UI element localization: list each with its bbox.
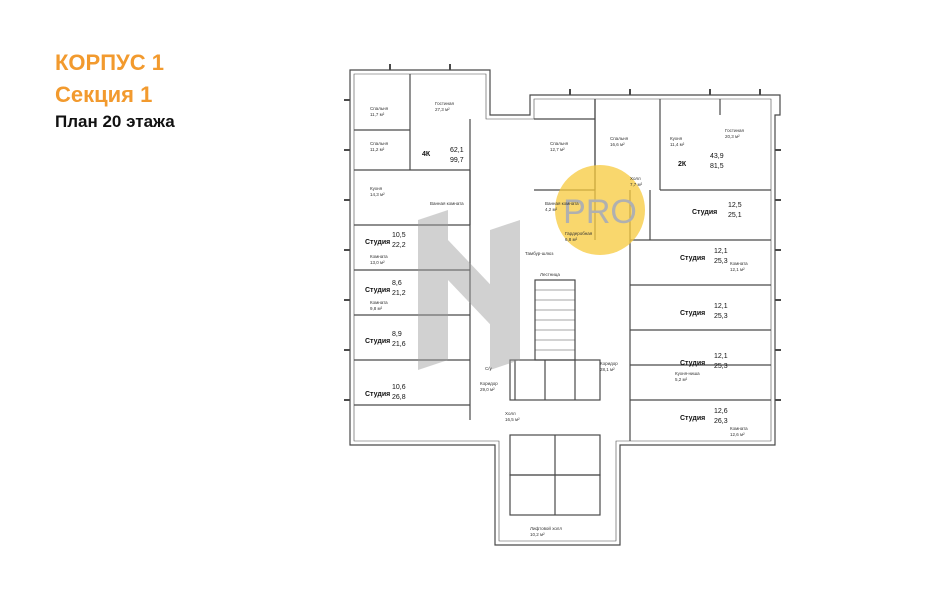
room-area: 11,7 м²	[370, 112, 385, 117]
building-title: КОРПУС 1	[55, 50, 164, 75]
room-label: Спальня	[550, 141, 569, 146]
svg-text:Студия: Студия	[365, 239, 390, 246]
room-area: 7,7 м²	[630, 182, 643, 187]
room-label: Кухня	[670, 136, 683, 141]
room-area: 5,2 м²	[675, 377, 688, 382]
room-area: 13,0 м²	[370, 260, 385, 265]
svg-text:25,3: 25,3	[714, 258, 728, 265]
room-label: Лестница	[540, 272, 560, 277]
svg-text:26,8: 26,8	[392, 394, 406, 401]
room-area: 27,3 м²	[435, 107, 450, 112]
apartment-2k[interactable]: 2К 43,9 81,5	[678, 153, 724, 170]
svg-text:8,9: 8,9	[392, 331, 402, 338]
room-area: 16,5 м²	[505, 417, 520, 422]
svg-text:99,7: 99,7	[450, 157, 464, 164]
room-label: Комната	[730, 426, 748, 431]
room-label: Коридор	[600, 361, 618, 366]
apartment-studio-r5[interactable]: Студия 12,6 26,3	[680, 408, 728, 425]
floor-plan-title: План 20 этажа	[55, 112, 175, 131]
room-label: Спальня	[610, 136, 629, 141]
svg-text:81,5: 81,5	[710, 163, 724, 170]
pro-watermark-text: PRO	[563, 193, 637, 231]
apartment-studio-r3[interactable]: Студия 12,1 25,3	[680, 303, 728, 320]
svg-text:10,6: 10,6	[392, 384, 406, 391]
svg-text:Студия: Студия	[692, 209, 717, 216]
svg-text:21,6: 21,6	[392, 341, 406, 348]
apartment-4k[interactable]: 4К 62,1 99,7	[422, 147, 464, 164]
floor-plan-drawing: PRO 4К 62,1 99,7 2К 43,9 81,5 Студия 12,…	[344, 64, 781, 546]
svg-text:25,1: 25,1	[728, 212, 742, 219]
svg-text:43,9: 43,9	[710, 153, 724, 160]
room-area: 20,3 м²	[725, 134, 740, 139]
svg-text:Студия: Студия	[680, 415, 705, 422]
room-label: Спальня	[370, 106, 389, 111]
svg-text:Студия: Студия	[365, 287, 390, 294]
room-label: Гостиная	[435, 101, 454, 106]
room-label: Лифтовой холл	[530, 525, 562, 531]
svg-text:Студия: Студия	[680, 360, 705, 367]
room-label: Комната	[370, 254, 388, 259]
svg-text:12,6: 12,6	[714, 408, 728, 415]
section-title: Секция 1	[55, 82, 153, 107]
svg-text:8,6: 8,6	[392, 280, 402, 287]
room-area: 29,0 м²	[480, 387, 495, 392]
svg-text:12,1: 12,1	[714, 248, 728, 255]
room-label: Кухня-ниша	[675, 371, 700, 376]
apartment-studio-r1[interactable]: Студия 12,5 25,1	[692, 202, 742, 219]
room-label: Тамбур-шлюз	[525, 251, 553, 256]
svg-text:12,5: 12,5	[728, 202, 742, 209]
svg-text:22,2: 22,2	[392, 242, 406, 249]
apartment-studio-l3[interactable]: Студия 8,9 21,6	[365, 331, 406, 348]
room-label: Ванная комната	[430, 201, 464, 206]
svg-text:21,2: 21,2	[392, 290, 406, 297]
room-label: Комната	[730, 261, 748, 266]
svg-text:Студия: Студия	[365, 391, 390, 398]
room-label: Кухня	[370, 186, 383, 191]
apartment-studio-l1[interactable]: Студия 10,5 22,2	[365, 232, 406, 249]
room-area: 12,1 м²	[730, 267, 745, 272]
room-area: 11,4 м²	[670, 142, 685, 147]
svg-text:12,1: 12,1	[714, 353, 728, 360]
room-area: 4,2 м²	[545, 207, 558, 212]
room-label: Ванная комната	[545, 201, 579, 206]
svg-text:12,1: 12,1	[714, 303, 728, 310]
svg-text:Студия: Студия	[365, 338, 390, 345]
room-area: 10,2 м²	[530, 532, 545, 537]
room-area: 11,2 м²	[370, 147, 385, 152]
floor-plan-walls	[344, 64, 781, 546]
room-area: 28,1 м²	[600, 367, 615, 372]
room-label: Комната	[370, 300, 388, 305]
room-area: 12,6 м²	[730, 432, 745, 437]
room-label: С/у	[485, 366, 493, 371]
room-area: 14,3 м²	[370, 192, 385, 197]
room-label: Коридор	[480, 381, 498, 386]
svg-text:2К: 2К	[678, 161, 687, 168]
apartment-studio-r4[interactable]: Студия 12,1 25,3	[680, 353, 728, 370]
svg-text:62,1: 62,1	[450, 147, 464, 154]
room-area: 16,6 м²	[610, 142, 625, 147]
room-label: Гостиная	[725, 128, 744, 133]
apartment-studio-l4[interactable]: Студия 10,6 26,8	[365, 384, 406, 401]
apartment-studio-l2[interactable]: Студия 8,6 21,2	[365, 280, 406, 297]
svg-text:Студия: Студия	[680, 310, 705, 317]
svg-text:4К: 4К	[422, 151, 431, 158]
room-label: Гардеробная	[565, 231, 593, 236]
apartment-studio-r2[interactable]: Студия 12,1 25,3	[680, 248, 728, 265]
room-label: Холл	[505, 411, 516, 416]
pro-watermark-circle	[555, 165, 645, 255]
room-label: Холл	[630, 176, 641, 181]
room-label: Спальня	[370, 141, 389, 146]
svg-text:Студия: Студия	[680, 255, 705, 262]
watermark-logo-icon	[418, 210, 520, 370]
svg-text:25,3: 25,3	[714, 313, 728, 320]
svg-text:26,3: 26,3	[714, 418, 728, 425]
svg-text:25,3: 25,3	[714, 363, 728, 370]
room-area: 12,7 м²	[550, 147, 565, 152]
room-area: 9,8 м²	[370, 306, 383, 311]
room-area: 6,8 м²	[565, 237, 578, 242]
svg-text:10,5: 10,5	[392, 232, 406, 239]
